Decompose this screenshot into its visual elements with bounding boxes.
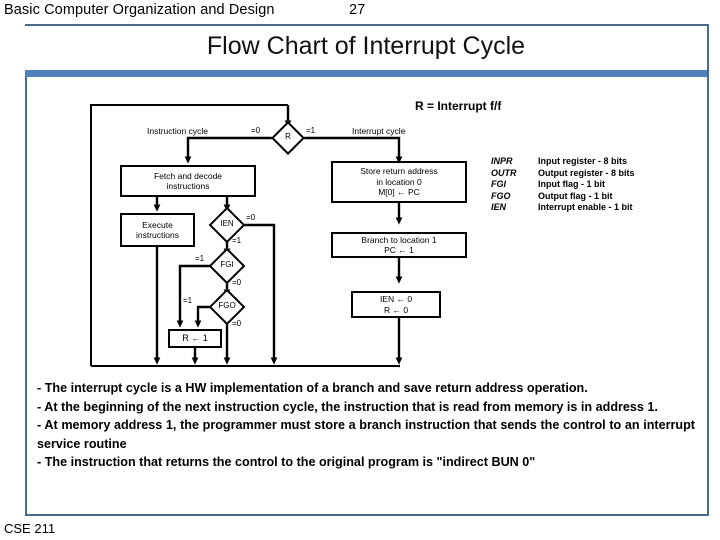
legend-description: Output register - 8 bits: [538, 167, 635, 178]
legend-description: Input register - 8 bits: [538, 156, 628, 166]
bullet-item: - At memory address 1, the programmer mu…: [37, 418, 695, 451]
legend-row: FGI Input flag - 1 bit: [491, 179, 635, 191]
header-title: Basic Computer Organization and Design: [4, 2, 275, 18]
legend-description: Output flag - 1 bit: [538, 190, 613, 201]
title-bar: Flow Chart of Interrupt Cycle: [25, 26, 707, 70]
legend-symbol: FGI: [491, 179, 506, 189]
legend-row: FGO Output flag - 1 bit: [491, 191, 635, 203]
legend-row: INPR Input register - 8 bits: [491, 156, 635, 168]
header-page-number: 27: [349, 2, 366, 18]
legend-symbol: INPR: [491, 156, 513, 166]
legend-row: IEN Interrupt enable - 1 bit: [491, 202, 635, 214]
legend-description: Input flag - 1 bit: [538, 179, 605, 189]
bullet-list: - The interrupt cycle is a HW implementa…: [37, 379, 695, 472]
page-title: Flow Chart of Interrupt Cycle: [206, 32, 526, 60]
bullet-item: - The interrupt cycle is a HW implementa…: [37, 381, 588, 395]
legend-row: OUTR Output register - 8 bits: [491, 168, 635, 180]
title-underline-rule: [25, 70, 707, 77]
legend-description: Interrupt enable - 1 bit: [538, 202, 633, 212]
footer-course-code: CSE 211: [4, 521, 56, 536]
legend-symbol: IEN: [491, 202, 507, 212]
legend-symbol: OUTR: [491, 167, 517, 178]
slide-header: Basic Computer Organization and Design 2…: [4, 2, 716, 22]
legend-symbol: FGO: [491, 190, 511, 201]
register-legend: INPR Input register - 8 bits OUTR Output r…: [491, 156, 635, 214]
bullet-item: - The instruction that returns the contr…: [37, 455, 536, 470]
bullet-item: - At the beginning of the next instructi…: [37, 399, 658, 414]
